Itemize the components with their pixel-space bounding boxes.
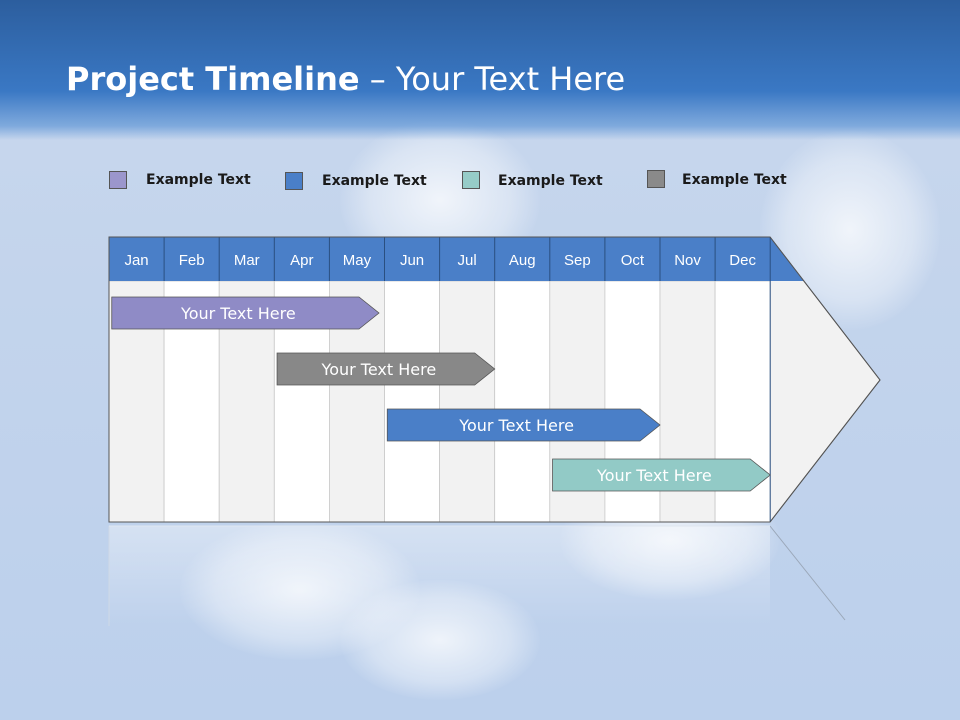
- task-arrow[interactable]: [386, 408, 661, 442]
- legend-label-2: Example Text: [322, 173, 427, 189]
- month-label-feb: Feb: [179, 252, 205, 269]
- month-label-may: May: [343, 252, 372, 269]
- task-arrow[interactable]: [111, 296, 380, 330]
- month-column-jun: [384, 280, 440, 523]
- task-bar-1[interactable]: Your Text Here: [111, 296, 380, 330]
- legend-swatch-3: [462, 171, 480, 189]
- task-label: Your Text Here: [596, 466, 712, 485]
- task-label: Your Text Here: [180, 304, 296, 323]
- month-label-nov: Nov: [674, 252, 701, 269]
- task-label: Your Text Here: [321, 360, 437, 379]
- task-arrow[interactable]: [276, 352, 496, 386]
- task-arrow[interactable]: [552, 458, 771, 492]
- legend-swatch-1: [109, 171, 127, 189]
- legend-swatch-4: [647, 170, 665, 188]
- month-label-jan: Jan: [124, 252, 148, 269]
- task-bar-2[interactable]: Your Text Here: [276, 352, 496, 386]
- month-label-oct: Oct: [621, 252, 645, 269]
- month-label-dec: Dec: [729, 252, 756, 269]
- task-bar-4[interactable]: Your Text Here: [552, 458, 771, 492]
- legend-label-3: Example Text: [498, 173, 603, 189]
- month-labels: Jan Feb Mar Apr May Jun Jul Aug Sep Oct Nov Dec: [124, 252, 756, 269]
- legend-label-1: Example Text: [146, 172, 251, 188]
- month-label-mar: Mar: [234, 252, 260, 269]
- title-bar: [0, 0, 960, 140]
- legend-label-4: Example Text: [682, 172, 787, 188]
- month-header-band: [109, 237, 804, 281]
- legend-swatch-2: [285, 172, 303, 190]
- timeline-reflection: [108, 525, 846, 626]
- month-label-jun: Jun: [400, 252, 424, 269]
- month-label-aug: Aug: [509, 252, 536, 269]
- page-title: Project Timeline – Your Text Here: [66, 60, 625, 98]
- task-bar-3[interactable]: Your Text Here: [386, 408, 661, 442]
- month-label-apr: Apr: [290, 252, 313, 269]
- task-label: Your Text Here: [458, 416, 574, 435]
- title-rest: – Your Text Here: [359, 60, 626, 98]
- month-label-sep: Sep: [564, 252, 591, 269]
- month-label-jul: Jul: [458, 252, 477, 269]
- month-column-aug: [494, 280, 551, 523]
- title-bold: Project Timeline: [66, 60, 360, 98]
- month-column-jul: [439, 280, 496, 523]
